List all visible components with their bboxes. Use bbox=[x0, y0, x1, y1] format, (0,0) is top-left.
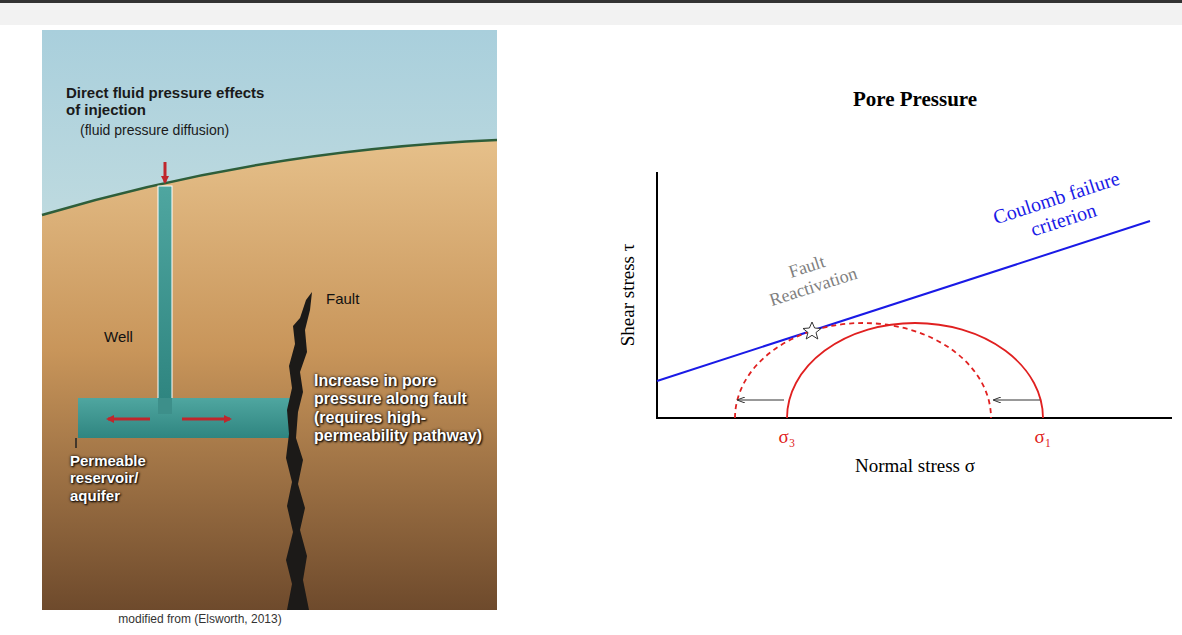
header-rule bbox=[0, 0, 1182, 3]
line-label: Coulomb failure criterion bbox=[982, 164, 1139, 254]
fault-zone bbox=[286, 292, 312, 610]
callout-text: Increase in pore pressure along fault (r… bbox=[314, 372, 494, 446]
header-band bbox=[0, 3, 1182, 25]
ground-surface bbox=[42, 140, 497, 215]
reactivation-star bbox=[803, 322, 821, 339]
ground bbox=[42, 140, 497, 610]
annotation: Fault Reactivation bbox=[742, 237, 878, 317]
coulomb-line bbox=[657, 221, 1150, 381]
y-axis bbox=[656, 172, 658, 419]
x-axis bbox=[656, 417, 1172, 419]
injection-arrow bbox=[164, 162, 167, 182]
leader-line bbox=[75, 438, 77, 448]
well-shaft bbox=[158, 186, 172, 400]
axis-label: Normal stress σ bbox=[815, 455, 1015, 477]
callout-note: (fluid pressure diffusion) bbox=[80, 122, 250, 138]
stress-label: σ₁ bbox=[1023, 426, 1063, 448]
caption: modified from (Elsworth, 2013) bbox=[60, 613, 340, 627]
mohr-circle-shifted bbox=[735, 323, 991, 418]
part-label: Well bbox=[104, 328, 154, 345]
well-bottom bbox=[158, 398, 172, 414]
mohr-circle bbox=[787, 323, 1043, 418]
shift-arrow bbox=[994, 400, 1040, 401]
part-label: Fault bbox=[326, 290, 386, 307]
sky bbox=[42, 30, 497, 610]
callout-heading: Direct fluid pressure effects of injecti… bbox=[66, 84, 266, 119]
axis-label: Shear stress τ bbox=[617, 195, 639, 395]
stress-label: σ₃ bbox=[767, 426, 807, 448]
shift-arrow bbox=[738, 400, 784, 401]
part-label: Permeable reservoir/ aquifer bbox=[70, 452, 180, 504]
flow-arrow bbox=[108, 418, 150, 421]
flow-arrow bbox=[182, 418, 230, 421]
chart-title: Pore Pressure bbox=[815, 87, 1015, 111]
reservoir bbox=[78, 398, 295, 438]
